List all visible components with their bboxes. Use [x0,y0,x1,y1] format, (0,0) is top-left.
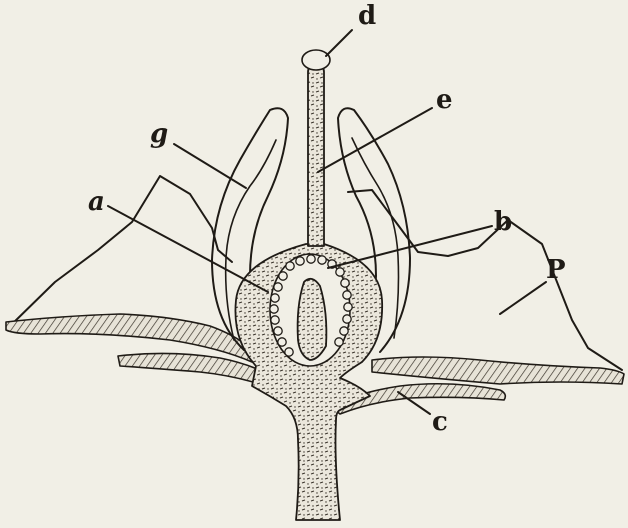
label-g: g [150,119,168,149]
leader-d [326,30,352,56]
leader-a [108,206,268,292]
label-p: P [546,255,566,285]
petal-right [348,190,622,370]
style [308,66,324,246]
petal-left [8,176,232,328]
leader-p [500,282,546,314]
label-b: b [494,207,512,237]
placenta [298,279,327,360]
label-d: d [358,1,376,31]
leader-g [174,144,246,188]
label-c: c [432,407,448,437]
leader-e [318,108,432,172]
stigma [302,50,330,70]
label-a: a [88,187,105,217]
petal-base-right [372,357,624,384]
label-e: e [436,85,453,115]
